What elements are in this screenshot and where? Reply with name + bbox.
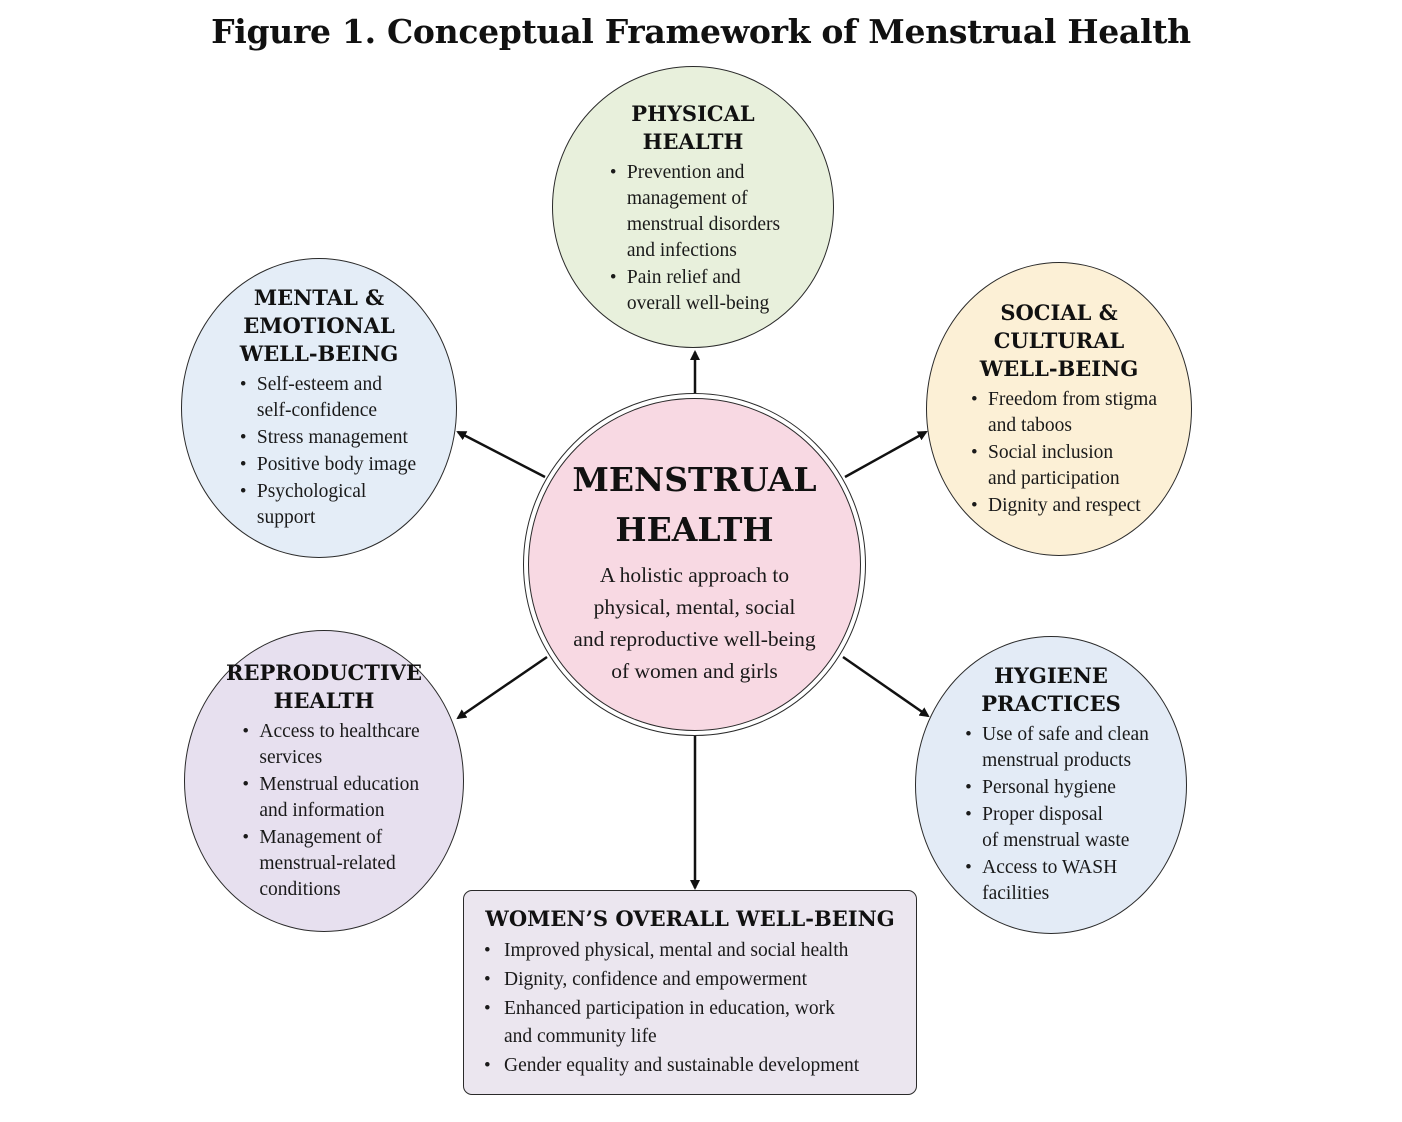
mental-emotional-item: Positive body image (240, 452, 416, 478)
social-cultural-item: Social inclusion and participation (971, 440, 1157, 492)
womens-overall-wellbeing-list: Improved physical, mental and social hea… (484, 937, 896, 1080)
social-cultural-item: Dignity and respect (971, 493, 1157, 519)
mental-emotional-node: MENTAL & EMOTIONAL WELL-BEING Self-estee… (181, 258, 457, 558)
social-cultural-title: SOCIAL & CULTURAL WELL-BEING (979, 299, 1139, 381)
hygiene-practices-item: Proper disposal of menstrual waste (965, 802, 1149, 854)
womens-overall-wellbeing-item: Gender equality and sustainable developm… (484, 1052, 896, 1080)
arrow-to-reproductive (456, 655, 548, 720)
hygiene-practices-item: Personal hygiene (965, 775, 1149, 801)
physical-health-title: PHYSICAL HEALTH (631, 101, 755, 154)
figure-title: Figure 1. Conceptual Framework of Menstr… (211, 12, 1191, 51)
hygiene-practices-node: HYGIENE PRACTICES Use of safe and clean … (915, 636, 1187, 934)
mental-emotional-item: Stress management (240, 425, 416, 451)
hygiene-practices-title: HYGIENE PRACTICES (981, 663, 1121, 716)
reproductive-health-item: Menstrual education and information (242, 772, 419, 824)
menstrual-health-center: MENSTRUAL HEALTH A holistic approach to … (523, 393, 866, 736)
physical-health-item: Pain relief and overall well-being (610, 265, 780, 317)
social-cultural-item: Freedom from stigma and taboos (971, 387, 1157, 439)
arrow-to-social (844, 430, 928, 479)
physical-health-item: Prevention and management of menstrual d… (610, 160, 780, 264)
physical-health-node: PHYSICAL HEALTH Prevention and managemen… (552, 66, 834, 348)
arrow-to-mental (456, 430, 546, 479)
social-cultural-node: SOCIAL & CULTURAL WELL-BEING Freedom fro… (926, 262, 1192, 556)
reproductive-health-node: REPRODUCTIVE HEALTH Access to healthcare… (184, 630, 464, 932)
womens-overall-wellbeing-item: Improved physical, mental and social hea… (484, 937, 896, 965)
social-cultural-list: Freedom from stigma and taboos Social in… (971, 387, 1157, 520)
reproductive-health-title: REPRODUCTIVE HEALTH (226, 659, 422, 713)
center-description: A holistic approach to physical, mental,… (573, 563, 816, 683)
hygiene-practices-item: Access to WASH facilities (965, 855, 1149, 907)
mental-emotional-list: Self-esteem and self-confidence Stress m… (240, 372, 416, 532)
physical-health-list: Prevention and management of menstrual d… (610, 160, 780, 318)
womens-overall-wellbeing-item: Enhanced participation in education, wor… (484, 995, 896, 1051)
mental-emotional-item: Self-esteem and self-confidence (240, 372, 416, 424)
menstrual-health-center-inner: MENSTRUAL HEALTH A holistic approach to … (528, 398, 861, 731)
reproductive-health-item: Access to healthcare services (242, 719, 419, 771)
mental-emotional-title: MENTAL & EMOTIONAL WELL-BEING (239, 285, 399, 366)
arrow-to-hygiene (842, 655, 930, 718)
womens-overall-wellbeing-title: WOMEN’S OVERALL WELL-BEING (485, 906, 895, 931)
womens-overall-wellbeing-box: WOMEN’S OVERALL WELL-BEING Improved phys… (463, 890, 917, 1095)
womens-overall-wellbeing-item: Dignity, confidence and empowerment (484, 966, 896, 994)
reproductive-health-item: Management of menstrual-related conditio… (242, 825, 419, 903)
mental-emotional-item: Psychological support (240, 479, 416, 531)
center-title: MENSTRUAL HEALTH (572, 460, 817, 549)
hygiene-practices-item: Use of safe and clean menstrual products (965, 722, 1149, 774)
reproductive-health-list: Access to healthcare services Menstrual … (242, 719, 419, 904)
hygiene-practices-list: Use of safe and clean menstrual products… (965, 722, 1149, 908)
